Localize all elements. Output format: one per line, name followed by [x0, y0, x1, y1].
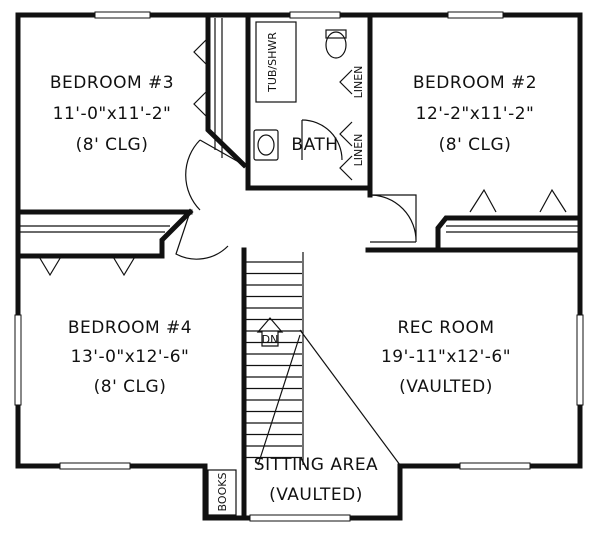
rec-room-name: REC ROOM [397, 318, 494, 338]
bedroom-4-size: 13'-0"x12'-6" [71, 347, 190, 367]
books-label: BOOKS [216, 473, 229, 512]
stair-direction-line [257, 334, 301, 466]
sitting-area-note: (VAULTED) [269, 485, 363, 505]
bedroom-3-note: (8' CLG) [76, 135, 149, 155]
bifold-doors [37, 39, 567, 277]
sitting-area-name: SITTING AREA [254, 455, 378, 475]
room-rec-room: REC ROOM 19'-11"x12'-6" (VAULTED) [381, 318, 511, 397]
room-bedroom-2: BEDROOM #2 12'-2"x11'-2" (8' CLG) [413, 73, 537, 155]
stair-down-label: DN [262, 333, 279, 346]
bedroom-2-note: (8' CLG) [439, 135, 512, 155]
bedroom-3-size: 11'-0"x11'-2" [53, 104, 172, 124]
bedroom-3-name: BEDROOM #3 [50, 73, 174, 93]
rec-room-size: 19'-11"x12'-6" [381, 347, 511, 367]
room-sitting-area: SITTING AREA (VAULTED) [254, 455, 378, 505]
room-bedroom-3: BEDROOM #3 11'-0"x11'-2" (8' CLG) [50, 73, 174, 155]
bedroom-2-name: BEDROOM #2 [413, 73, 537, 93]
room-bedroom-4: BEDROOM #4 13'-0"x12'-6" (8' CLG) [68, 318, 192, 397]
stair-down-arrow [256, 317, 284, 347]
bookshelf [207, 469, 237, 516]
bath-fixtures [253, 21, 347, 161]
linen-upper-label: LINEN [352, 66, 365, 99]
interior-walls [15, 12, 583, 521]
bedroom-4-name: BEDROOM #4 [68, 318, 192, 338]
staircase [246, 261, 302, 459]
linen-lower-label: LINEN [352, 134, 365, 167]
windows [14, 11, 584, 522]
closet-lines [20, 18, 578, 233]
swing-doors [175, 119, 417, 260]
tub-shower-label: TUB/SHWR [266, 32, 279, 93]
bath-name: BATH [291, 135, 338, 155]
stair-arrow-line [299, 329, 401, 466]
bedroom-4-note: (8' CLG) [94, 377, 167, 397]
rec-room-note: (VAULTED) [399, 377, 493, 397]
bedroom-2-size: 12'-2"x11'-2" [416, 104, 535, 124]
